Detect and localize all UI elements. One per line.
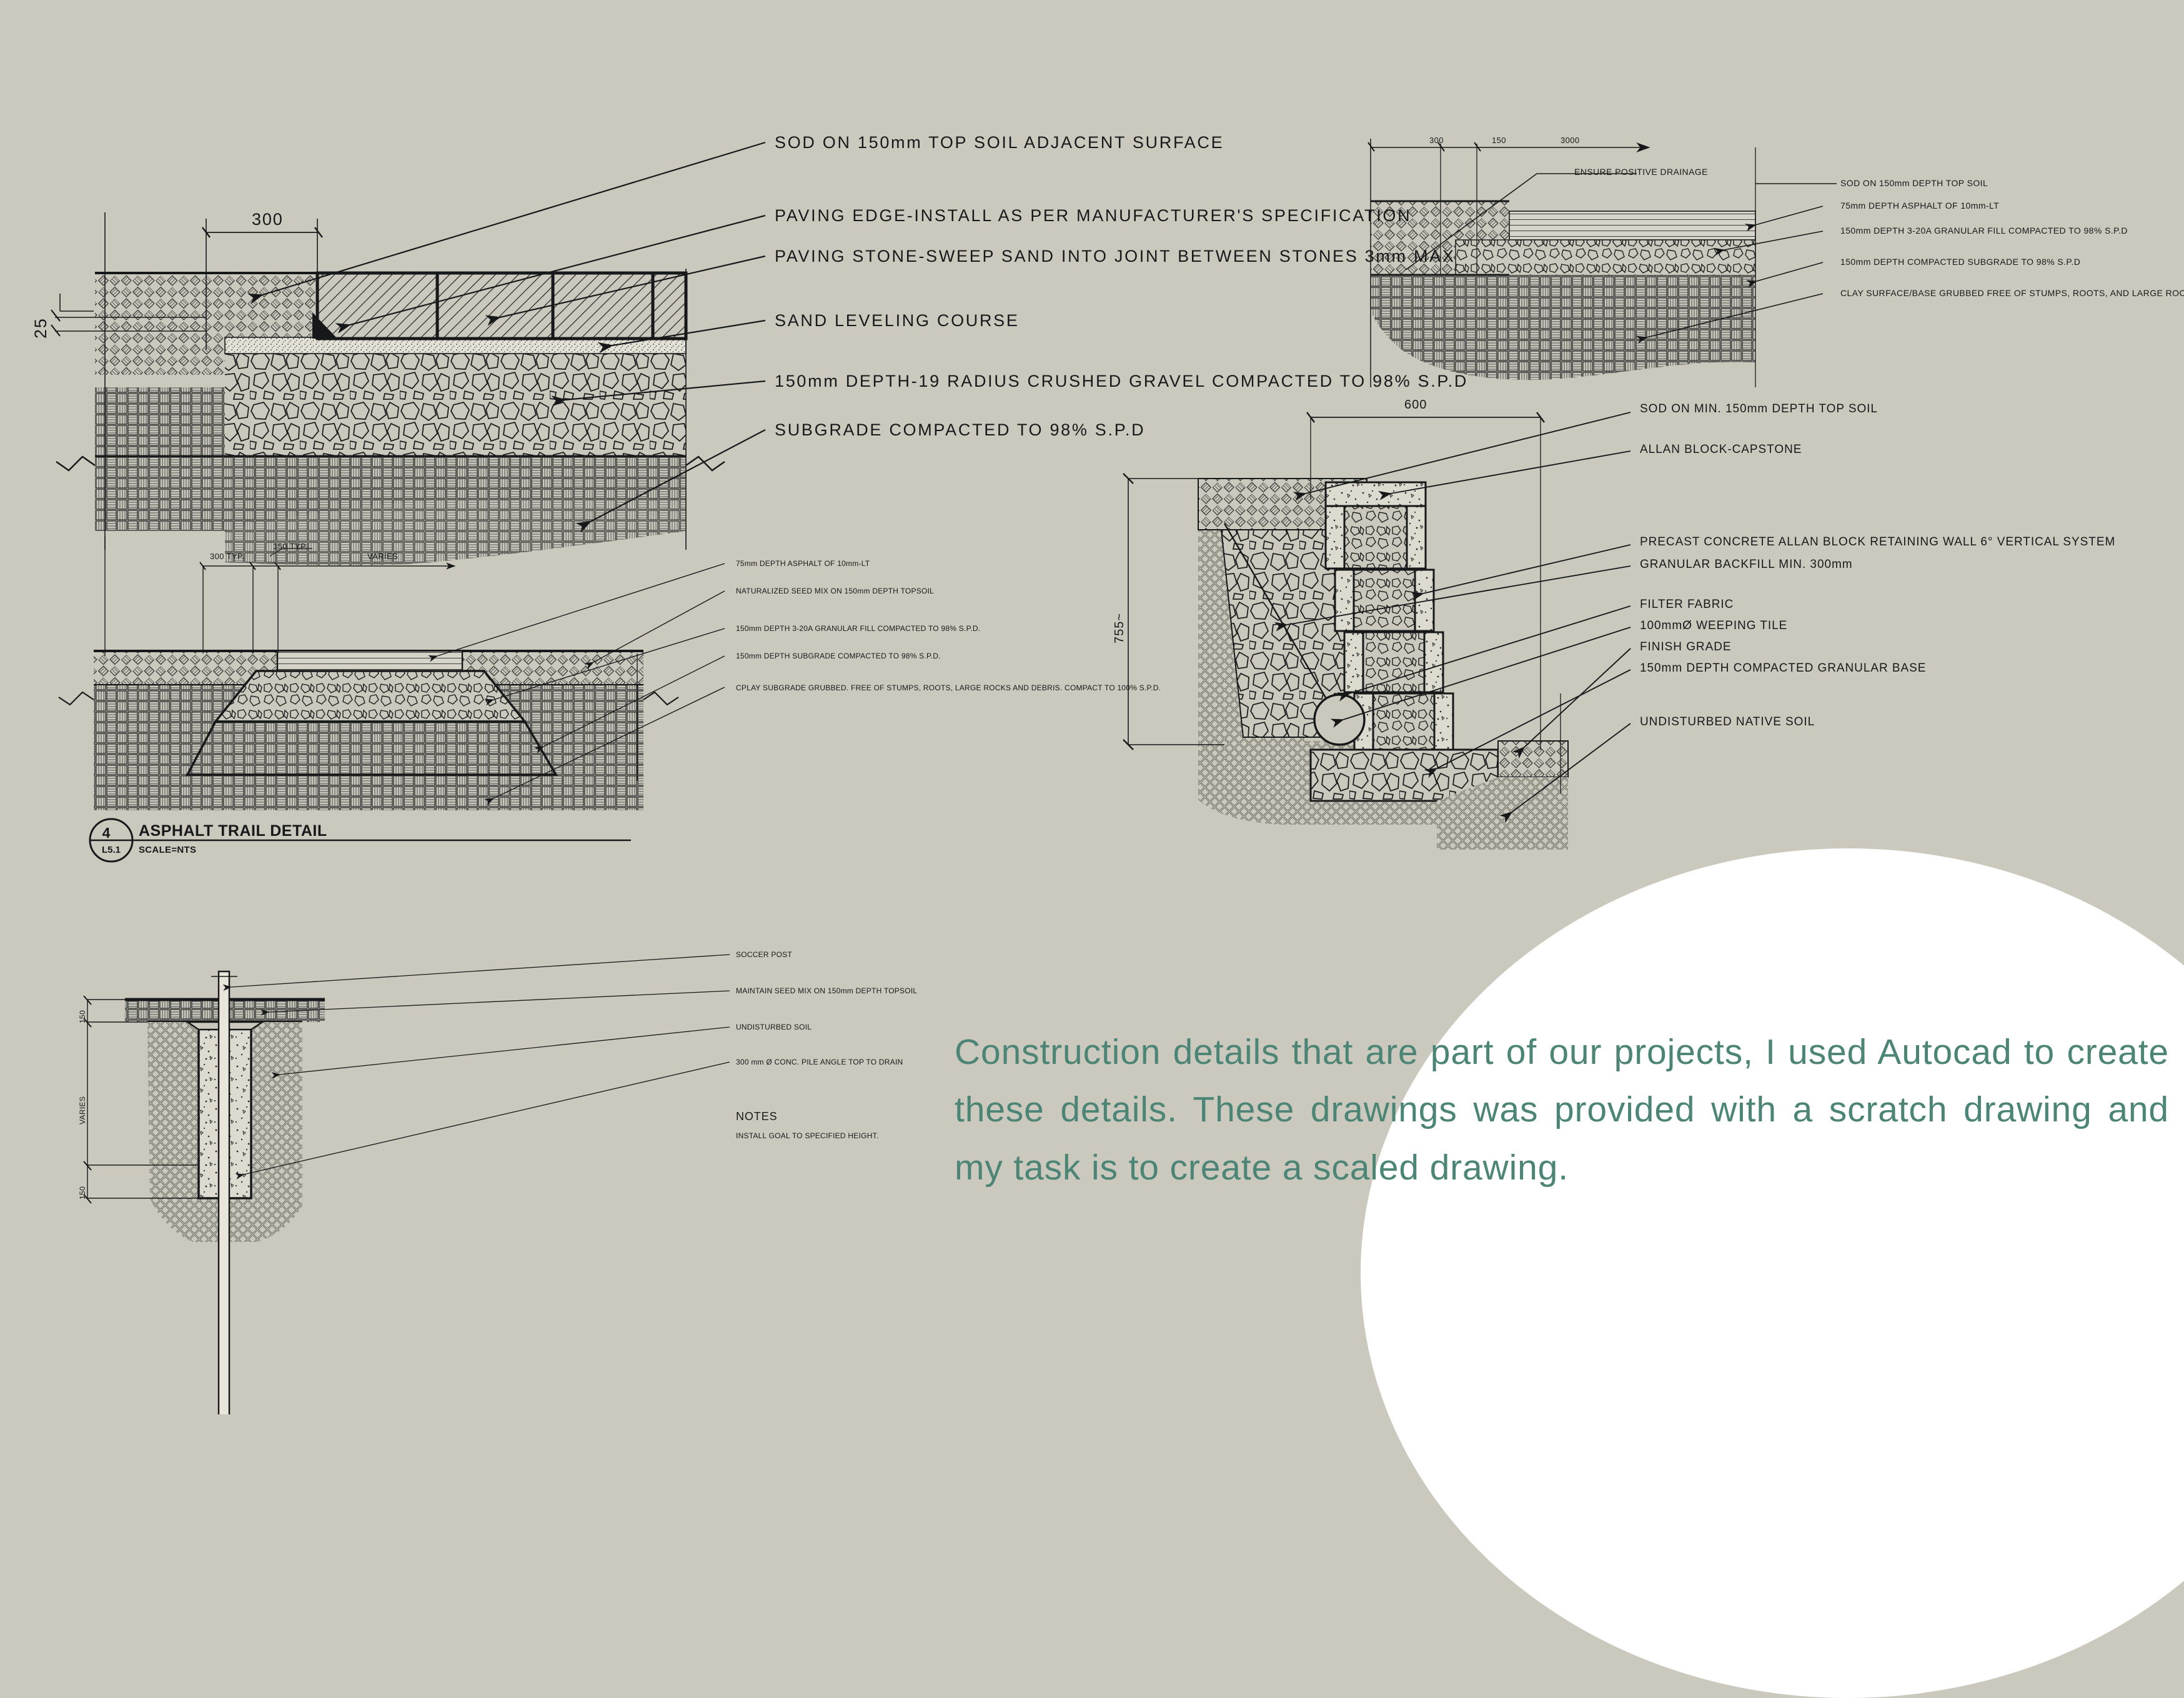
detail-retaining-wall: [1123, 412, 1631, 850]
callout-wall-8: 150mm DEPTH COMPACTED GRANULAR BASE: [1640, 662, 1927, 675]
detail-soccer-post: [83, 954, 730, 1414]
dim-edge-300: 300: [1429, 136, 1444, 145]
callout-wall-3: PRECAST CONCRETE ALLAN BLOCK RETAINING W…: [1640, 535, 2116, 549]
caption-text: Construction details that are part of ou…: [955, 1032, 2169, 1188]
detail-paving-stone: [51, 141, 766, 565]
title-block-scale: SCALE=NTS: [139, 845, 197, 855]
dim-trail-150: 150 TYP.: [273, 542, 308, 551]
dim-edge-3000: 3000: [1561, 136, 1580, 145]
callout-edge-5: CLAY SURFACE/BASE GRUBBED FREE OF STUMPS…: [1840, 288, 2184, 298]
callout-post-4: 300 mm Ø CONC. PILE ANGLE TOP TO DRAIN: [736, 1058, 903, 1066]
callout-wall-9: UNDISTURBED NATIVE SOIL: [1640, 715, 1815, 728]
callout-wall-4: GRANULAR BACKFILL MIN. 300mm: [1640, 558, 1853, 571]
callout-edge-3: 150mm DEPTH 3-20A GRANULAR FILL COMPACTE…: [1840, 226, 2128, 236]
callout-trail-4: 150mm DEPTH SUBGRADE COMPACTED TO 98% S.…: [736, 652, 941, 660]
callout-paving-1: SOD ON 150mm TOP SOIL ADJACENT SURFACE: [775, 133, 1224, 152]
dim-paving-300: 300: [252, 210, 284, 229]
dim-edge-150: 150: [1492, 136, 1506, 145]
callout-paving-4: SAND LEVELING COURSE: [775, 311, 1020, 330]
callout-edge-4: 150mm DEPTH COMPACTED SUBGRADE TO 98% S.…: [1840, 257, 2081, 267]
callout-post-3: UNDISTURBED SOIL: [736, 1023, 812, 1031]
callout-wall-7: FINISH GRADE: [1640, 640, 1732, 653]
callout-edge-2: 75mm DEPTH ASPHALT OF 10mm-LT: [1840, 201, 2000, 211]
callout-trail-3: 150mm DEPTH 3-20A GRANULAR FILL COMPACTE…: [736, 624, 981, 633]
callout-wall-5: FILTER FABRIC: [1640, 598, 1734, 611]
title-block-title: ASPHALT TRAIL DETAIL: [139, 822, 327, 840]
callout-trail-5: CPLAY SUBGRADE GRUBBED. FREE OF STUMPS, …: [736, 683, 1161, 692]
dim-trail-300: 300 TYP.: [210, 552, 245, 561]
dim-post-varies: VARIES: [78, 1096, 87, 1125]
callout-paving-3: PAVING STONE-SWEEP SAND INTO JOINT BETWE…: [775, 247, 1456, 266]
notes-heading: NOTES: [736, 1110, 778, 1123]
callout-post-1: SOCCER POST: [736, 950, 792, 959]
callout-wall-2: ALLAN BLOCK-CAPSTONE: [1640, 443, 1802, 456]
decorative-white-ellipse: [1361, 848, 2184, 1698]
callout-paving-2: PAVING EDGE-INSTALL AS PER MANUFACTURER'…: [775, 206, 1412, 225]
dim-wall-755: 755~: [1113, 612, 1126, 643]
dim-post-150-top: 150: [78, 1010, 87, 1023]
callout-trail-1: 75mm DEPTH ASPHALT OF 10mm-LT: [736, 559, 870, 568]
drawing-board: 300 25 SOD ON 150mm TOP SOIL ADJACENT SU…: [31, 133, 2184, 1698]
callout-post-2: MAINTAIN SEED MIX ON 150mm DEPTH TOPSOIL: [736, 986, 918, 995]
callout-paving-6: SUBGRADE COMPACTED TO 98% S.P.D: [775, 420, 1146, 439]
dim-trail-varies: VARIES: [367, 552, 399, 561]
dim-paving-25: 25: [31, 317, 50, 339]
dim-wall-600: 600: [1404, 398, 1427, 412]
title-block-sheet: L5.1: [101, 845, 121, 855]
callout-edge-1: SOD ON 150mm DEPTH TOP SOIL: [1840, 178, 1988, 188]
callout-wall-6: 100mmØ WEEPING TILE: [1640, 619, 1788, 632]
caption-block: Construction details that are part of ou…: [955, 1023, 2169, 1196]
detail-asphalt-trail: [58, 536, 725, 863]
dim-post-150-bottom: 150: [78, 1186, 87, 1199]
title-block-number: 4: [102, 825, 111, 841]
callout-paving-5: 150mm DEPTH-19 RADIUS CRUSHED GRAVEL COM…: [775, 372, 1469, 390]
note-ensure-positive-drainage: ENSURE POSITIVE DRAINAGE: [1574, 167, 1708, 177]
callout-trail-2: NATURALIZED SEED MIX ON 150mm DEPTH TOPS…: [736, 587, 935, 595]
callout-wall-1: SOD ON MIN. 150mm DEPTH TOP SOIL: [1640, 402, 1878, 415]
notes-body: INSTALL GOAL TO SPECIFIED HEIGHT.: [736, 1131, 879, 1140]
